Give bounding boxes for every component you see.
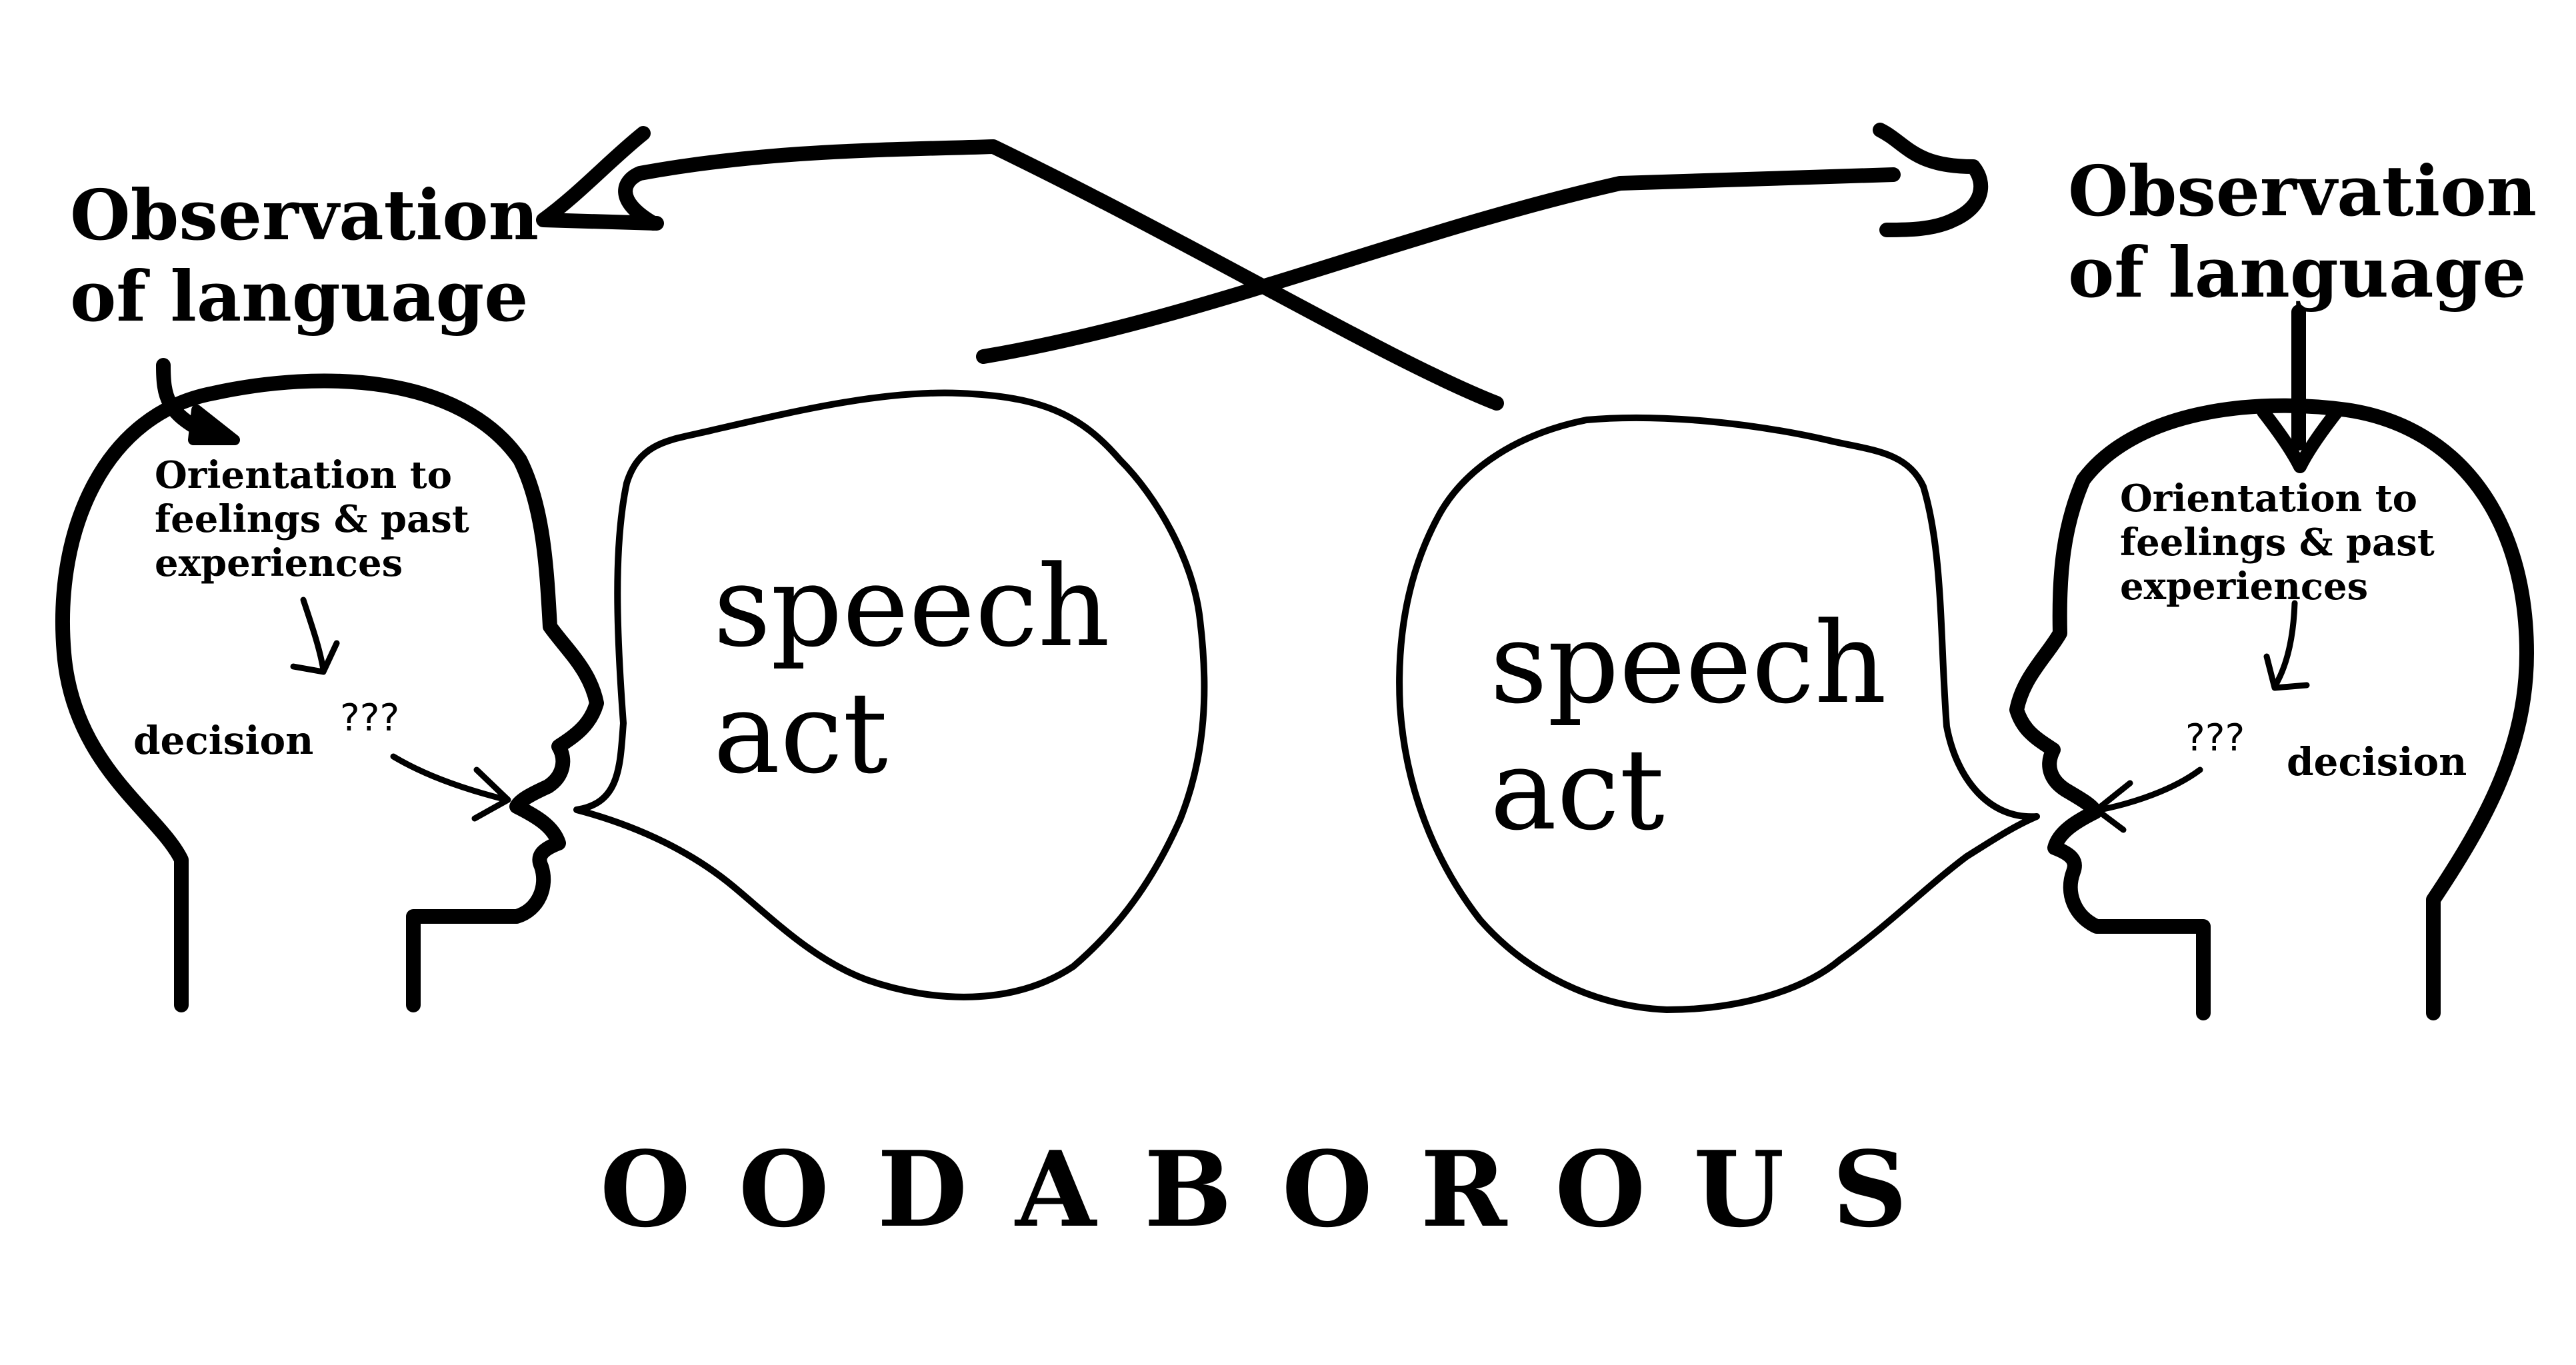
right-speech-bubble xyxy=(1396,414,2040,1013)
left-observation-line-1: Observation xyxy=(70,174,539,256)
left-orientation-to-unknown-arrow xyxy=(300,597,327,673)
right-speech-act-line-2: act xyxy=(1490,724,1665,855)
right-orientation-line-2: feelings & past xyxy=(2120,521,2435,565)
right-speech-act-line-1: speech xyxy=(1490,598,1887,728)
left-speech-act-line-1: speech xyxy=(713,541,1110,672)
right-observation-to-orientation-arrowhead xyxy=(2257,405,2343,473)
left-speech-bubble xyxy=(573,389,1208,1000)
right-unknown-to-mouth-arrowhead xyxy=(2093,780,2133,833)
right-observation-line-2: of language xyxy=(2068,231,2527,313)
left-orientation-line-2: feelings & past xyxy=(155,497,469,541)
left-observation-arrowhead xyxy=(536,126,664,231)
left-speech-act-line-2: act xyxy=(713,668,888,798)
left-observation-to-orientation-arrowhead xyxy=(188,405,240,445)
right-decision-label: decision xyxy=(2287,739,2467,784)
right-head-outline xyxy=(2009,398,2534,1020)
left-orientation-to-unknown-arrowhead xyxy=(290,640,340,675)
left-head-outline xyxy=(55,373,604,1012)
left-unknown-marks: ??? xyxy=(340,696,400,740)
right-observation-label: Observation of language xyxy=(2068,151,2537,313)
diagram-title: OODABOROUS xyxy=(600,1128,1955,1250)
right-observation-arrowhead xyxy=(1873,123,1989,237)
right-orientation-to-unknown-arrowhead xyxy=(2263,653,2310,691)
left-unknown-to-mouth-arrowhead xyxy=(471,766,511,822)
right-observation-line-1: Observation xyxy=(2068,150,2537,232)
right-orientation-line-1: Orientation to xyxy=(2120,477,2417,521)
right-orientation-label: Orientation to feelings & past experienc… xyxy=(2120,477,2435,609)
right-unknown-to-mouth-arrow xyxy=(2097,766,2203,813)
left-orientation-label: Orientation to feelings & past experienc… xyxy=(155,453,469,585)
arrow-right-bubble-to-left-observation xyxy=(618,139,1504,411)
left-observation-label: Observation of language xyxy=(70,175,539,337)
left-observation-line-2: of language xyxy=(70,255,529,337)
left-orientation-line-3: experiences xyxy=(155,541,403,585)
left-speech-act-text: speech act xyxy=(713,543,1110,796)
right-speech-act-text: speech act xyxy=(1490,600,1887,853)
right-orientation-line-3: experiences xyxy=(2120,565,2369,609)
right-unknown-marks: ??? xyxy=(2185,716,2245,760)
left-orientation-line-1: Orientation to xyxy=(155,453,452,497)
left-decision-label: decision xyxy=(133,718,314,763)
left-unknown-to-mouth-arrow xyxy=(390,753,510,803)
right-orientation-to-unknown-arrow xyxy=(2271,600,2298,690)
arrow-left-bubble-to-right-observation xyxy=(976,167,1901,364)
